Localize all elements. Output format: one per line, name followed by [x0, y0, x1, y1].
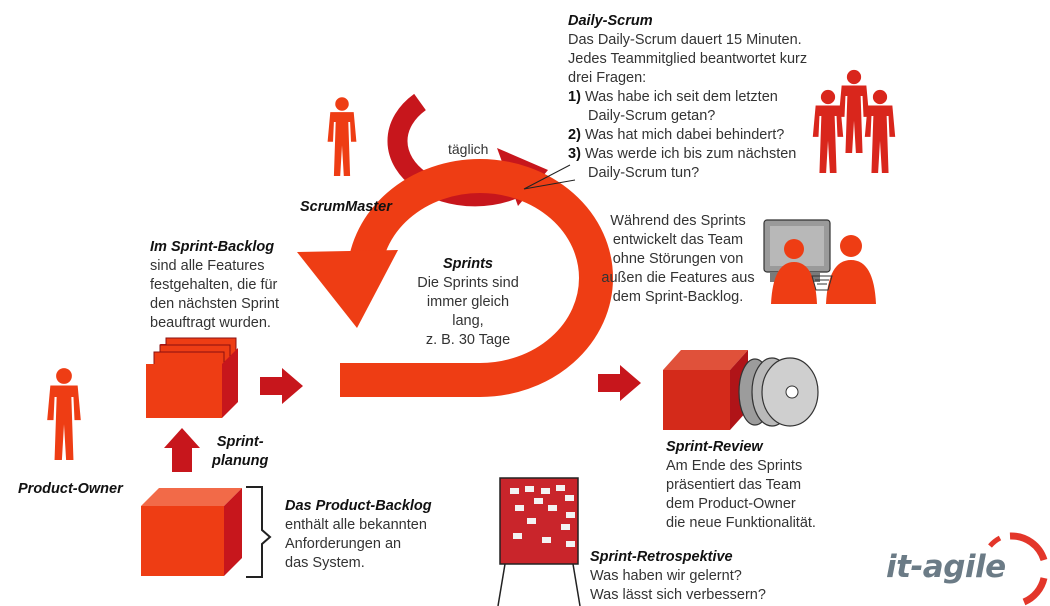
it-agile-logo-ring [988, 532, 1048, 606]
sprint-planning-line-1: Sprint- [216, 434, 264, 450]
product-backlog-text: Das Product-Backlog enthält alle bekannt… [285, 497, 432, 573]
product-backlog-line: enthält alle bekannten [285, 517, 427, 533]
product-backlog-line: Anforderungen an [285, 536, 402, 552]
sprint-backlog-line: festgehalten, die für [150, 277, 278, 293]
question-2: 2) Was hat mich dabei behindert? [568, 126, 807, 145]
sprint-backlog-line: sind alle Features [150, 258, 265, 274]
sprint-planning-line-2: planung [212, 453, 269, 469]
daily-scrum-line: Jedes Teammitglied beantwortet kurz [568, 51, 808, 67]
arrow-into-sprint [260, 368, 303, 404]
sprint-backlog-text: Im Sprint-Backlog sind alle Features fes… [150, 238, 279, 333]
sprint-review-line: dem Product-Owner [666, 496, 796, 512]
question-3-text-cont: Daily-Scrum tun? [588, 165, 700, 181]
sprint-backlog-line: beauftragt wurden. [150, 315, 271, 331]
team-figures [812, 69, 896, 173]
sprint-review-line: Am Ende des Sprints [666, 458, 803, 474]
sprint-review-title: Sprint-Review [666, 439, 763, 455]
scrum-master-label: ScrumMaster [300, 199, 392, 215]
retrospective-board [497, 477, 581, 606]
team-work-line: außen die Features aus [601, 270, 755, 286]
question-1: 1) Was habe ich seit dem letzten [568, 88, 807, 107]
sprints-line: lang, [452, 313, 484, 329]
arrow-out-of-sprint [598, 365, 641, 401]
question-3-number: 3) [568, 146, 581, 162]
sprint-backlog-title: Im Sprint-Backlog [150, 239, 275, 255]
it-agile-logo: it-agile [886, 549, 1006, 585]
sprint-backlog-line: den nächsten Sprint [150, 296, 279, 312]
sprints-line: Die Sprints sind [417, 275, 519, 291]
question-2-number: 2) [568, 127, 581, 143]
sprints-text: Sprints Die Sprints sind immer gleich la… [398, 255, 538, 350]
sprint-cycle-arrow [297, 159, 613, 397]
product-owner-label: Product-Owner [18, 481, 123, 497]
callout-pointer [523, 164, 576, 190]
developer-team-figure [763, 219, 876, 304]
team-work-line: ohne Störungen von [612, 251, 744, 267]
sprints-line: z. B. 30 Tage [425, 332, 511, 348]
question-1-text-cont: Daily-Scrum getan? [588, 108, 716, 124]
question-3-text: Was werde ich bis zum nächsten [584, 146, 797, 162]
question-1-number: 1) [568, 89, 581, 105]
sprint-planning-label: Sprint- planung [212, 433, 268, 471]
team-work-text: Während des Sprints entwickelt das Team … [598, 212, 758, 307]
daily-scrum-text: Daily-Scrum Das Daily-Scrum dauert 15 Mi… [568, 12, 807, 183]
sprint-review-line: präsentiert das Team [666, 477, 802, 493]
question-2-text: Was hat mich dabei behindert? [584, 127, 785, 143]
team-work-line: entwickelt das Team [612, 232, 744, 248]
product-backlog-bracket [246, 486, 272, 578]
team-work-line: dem Sprint-Backlog. [612, 289, 744, 305]
sprint-review-line: die neue Funktionalität. [666, 515, 816, 531]
product-backlog-line: das System. [285, 555, 365, 571]
sprint-planning-arrow [164, 428, 200, 472]
sprints-title: Sprints [443, 256, 493, 272]
sprints-line: immer gleich [426, 294, 510, 310]
scrum-master-figure [327, 97, 357, 176]
daily-scrum-title: Daily-Scrum [568, 13, 653, 29]
daily-cycle-label: täglich [448, 141, 489, 157]
question-3: 3) Was werde ich bis zum nächsten [568, 145, 807, 164]
sprint-retro-text: Sprint-Retrospektive Was haben wir geler… [590, 548, 766, 605]
sprint-retro-line: Was lässt sich verbessern? [590, 587, 766, 603]
team-work-line: Während des Sprints [610, 213, 746, 229]
daily-scrum-line: Das Daily-Scrum dauert 15 Minuten. [568, 32, 802, 48]
sprint-retro-line: Was haben wir gelernt? [590, 568, 742, 584]
product-backlog-box [141, 488, 242, 576]
sprint-review-text: Sprint-Review Am Ende des Sprints präsen… [666, 438, 816, 533]
daily-scrum-line: drei Fragen: [568, 70, 647, 86]
sprint-backlog-box [146, 337, 238, 418]
sprint-retro-title: Sprint-Retrospektive [590, 549, 733, 565]
question-1-text: Was habe ich seit dem letzten [584, 89, 778, 105]
product-backlog-title: Das Product-Backlog [285, 498, 432, 514]
product-owner-figure [47, 368, 81, 460]
sprint-review-product [663, 350, 819, 430]
